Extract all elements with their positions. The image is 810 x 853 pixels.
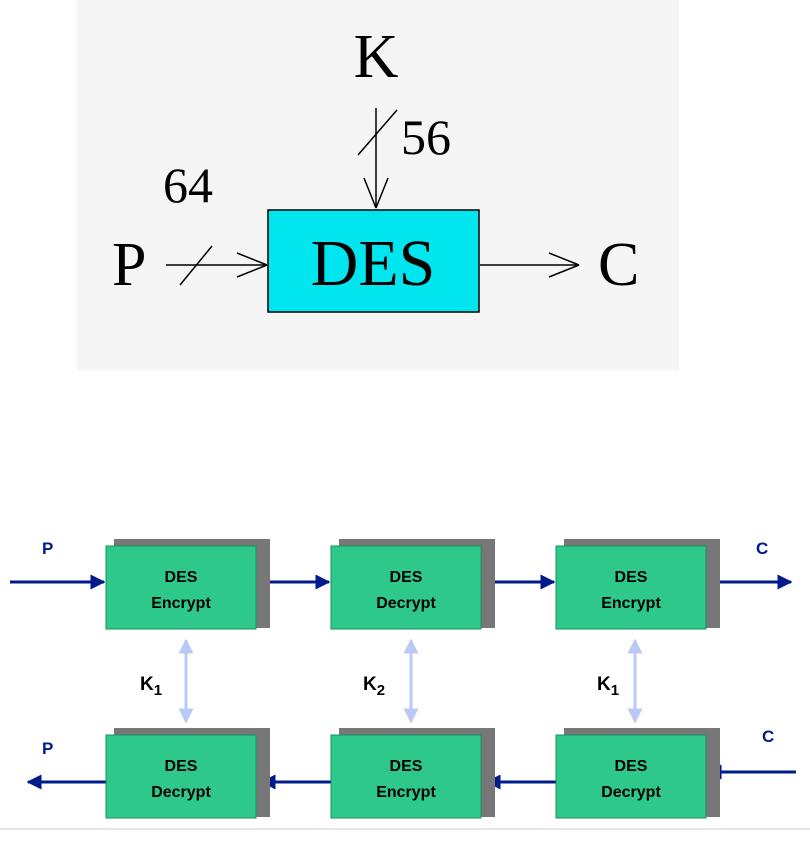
decrypt-row: C P DES Decrypt DES Encrypt DES	[26, 727, 796, 819]
block-label-line2: Encrypt	[601, 595, 661, 612]
plaintext-bit-width: 64	[163, 157, 213, 213]
key-label-1: K1	[140, 674, 162, 699]
single-des-diagram: K 56 64 P DES C	[77, 0, 679, 370]
block-body	[330, 734, 482, 819]
block-label-line1: DES	[165, 569, 198, 586]
decrypt-row-output-label: P	[42, 739, 53, 758]
block-label-line2: Encrypt	[376, 784, 436, 801]
block-label-line1: DES	[615, 758, 648, 775]
ciphertext-label: C	[598, 231, 639, 299]
block-body	[555, 734, 707, 819]
decrypt-row-block-3: DES Decrypt	[555, 728, 720, 819]
block-label-line1: DES	[615, 569, 648, 586]
block-body	[555, 545, 707, 630]
key-label-2-base: K	[363, 674, 377, 695]
block-label-line2: Decrypt	[151, 784, 211, 801]
block-label-line1: DES	[165, 758, 198, 775]
block-body	[330, 545, 482, 630]
decrypt-row-block-1: DES Decrypt	[105, 728, 270, 819]
key-label-2: K2	[363, 674, 385, 699]
key-label-1-base: K	[140, 674, 154, 695]
encrypt-row-block-1: DES Encrypt	[105, 539, 270, 630]
key-links: K1 K2 K1	[140, 638, 643, 724]
block-label-line1: DES	[390, 758, 423, 775]
des-block	[267, 209, 480, 313]
des-block-label: DES	[311, 227, 436, 300]
key-label-3-sub: 1	[611, 682, 619, 699]
block-label-line2: Decrypt	[376, 595, 436, 612]
ciphertext-output-arrow	[480, 252, 580, 278]
encrypt-row-block-2: DES Decrypt	[330, 539, 495, 630]
key-label: K	[354, 23, 399, 91]
block-label-line2: Decrypt	[601, 784, 661, 801]
key-input-arrow	[357, 108, 398, 209]
key-label-1-sub: 1	[154, 682, 162, 699]
key-label-2-sub: 2	[377, 682, 385, 699]
key-bit-width: 56	[401, 109, 451, 165]
decrypt-row-input-label: C	[762, 727, 774, 746]
encrypt-row: P C DES Encrypt DES Decrypt DES	[10, 539, 793, 630]
decrypt-row-block-2: DES Encrypt	[330, 728, 495, 819]
block-body	[105, 734, 257, 819]
plaintext-input-arrow	[166, 245, 268, 286]
encrypt-row-output-label: C	[756, 539, 768, 558]
block-label-line1: DES	[390, 569, 423, 586]
triple-des-diagram: P C DES Encrypt DES Decrypt DES	[0, 539, 810, 830]
plaintext-label: P	[112, 231, 146, 299]
block-label-line2: Encrypt	[151, 595, 211, 612]
key-label-3: K1	[597, 674, 619, 699]
encrypt-row-input-label: P	[42, 539, 53, 558]
encrypt-row-block-3: DES Encrypt	[555, 539, 720, 630]
block-body	[105, 545, 257, 630]
key-label-3-base: K	[597, 674, 611, 695]
